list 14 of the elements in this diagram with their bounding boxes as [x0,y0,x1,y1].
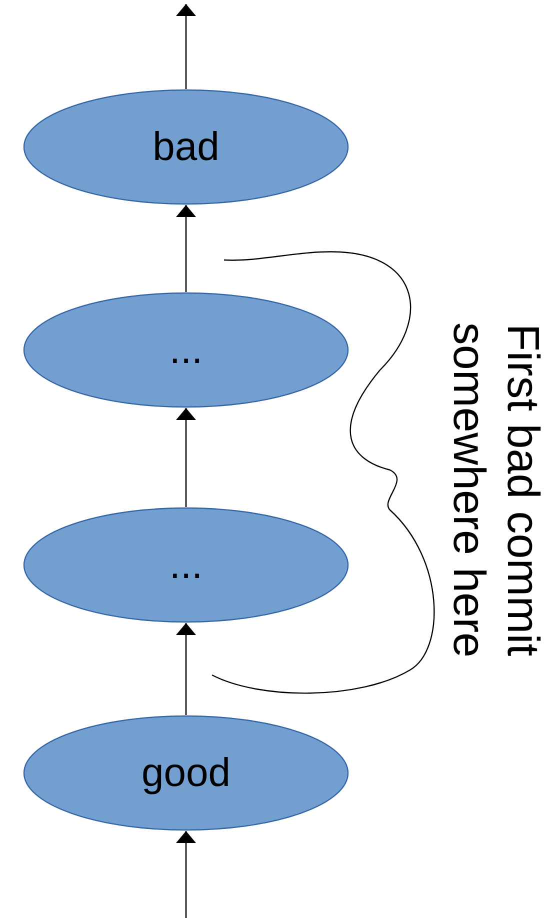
arrow [176,831,196,918]
commit-ellipse [23,715,349,831]
commit-label: bad [152,127,220,167]
arrow [176,205,196,292]
commit-label: ... [169,545,203,585]
arrow [176,4,196,89]
commit-label: ... [169,330,203,370]
commit-label: good [142,753,230,793]
arrow [176,623,196,715]
arrow [176,408,196,507]
note-text: First bad commit somewhere here [443,321,550,660]
commit-ellipse [23,507,349,623]
commit-ellipse [23,89,349,205]
commit-ellipse [23,292,349,408]
